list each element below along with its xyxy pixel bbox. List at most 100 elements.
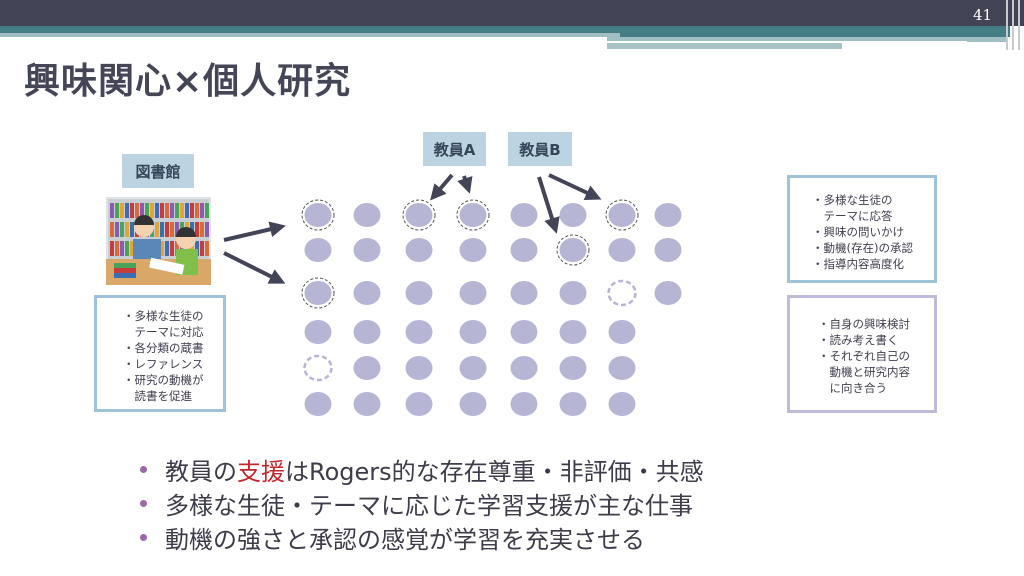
decor-line bbox=[1018, 0, 1020, 50]
book bbox=[130, 241, 134, 256]
student-seat bbox=[459, 356, 487, 380]
student-seat bbox=[510, 320, 538, 344]
book bbox=[120, 203, 124, 218]
note-line: ・各分類の蔵書 bbox=[123, 341, 204, 355]
book bbox=[175, 203, 179, 218]
header-bar bbox=[0, 0, 1024, 26]
book bbox=[165, 222, 169, 237]
bullet-item: 教員の支援はRogers的な存在尊重・非評価・共感 bbox=[140, 452, 704, 486]
student-role-notes: ・自身の興味検討 ・読み考え書く ・それぞれ自己の 動機と研究内容 に向き合う bbox=[787, 295, 937, 413]
note-line: ・動機(存在)の承認 bbox=[812, 241, 913, 255]
bullet-icon bbox=[140, 533, 147, 541]
supported-student-ring bbox=[456, 199, 490, 231]
note-line: テーマに対応 bbox=[123, 325, 204, 339]
page-number: 41 bbox=[973, 6, 993, 24]
note-line: ・研究の動機が bbox=[123, 373, 204, 387]
student-seat bbox=[459, 281, 487, 305]
student-seat bbox=[353, 203, 381, 227]
student-seat bbox=[608, 238, 636, 262]
book bbox=[205, 203, 209, 218]
supported-student-ring bbox=[301, 277, 335, 309]
student-seat bbox=[510, 392, 538, 416]
student-seat bbox=[459, 320, 487, 344]
book bbox=[110, 203, 114, 218]
student-seat bbox=[459, 392, 487, 416]
student-seat bbox=[459, 203, 487, 227]
header-accent bbox=[0, 26, 1010, 37]
header-accent-light bbox=[0, 33, 620, 37]
library-notes: ・多様な生徒の テーマに対応 ・各分類の蔵書 ・レファレンス ・研究の動機が 読… bbox=[94, 295, 226, 412]
book bbox=[175, 241, 179, 256]
decor-line bbox=[1006, 0, 1008, 50]
book bbox=[180, 241, 184, 256]
student-seat bbox=[559, 203, 587, 227]
student-seat bbox=[405, 238, 433, 262]
book bbox=[120, 241, 124, 256]
book bbox=[115, 203, 119, 218]
library-label: 図書館 bbox=[122, 154, 194, 188]
book bbox=[120, 222, 124, 237]
note-line: ・興味の問いかけ bbox=[812, 225, 904, 239]
book bbox=[125, 222, 129, 237]
student-seat bbox=[608, 392, 636, 416]
bullet-icon bbox=[140, 465, 147, 473]
note-line: ・読み考え書く bbox=[818, 333, 899, 347]
student-seat bbox=[559, 392, 587, 416]
student-seat bbox=[405, 356, 433, 380]
book bbox=[190, 203, 194, 218]
student-seat bbox=[353, 356, 381, 380]
arrow-icon bbox=[457, 175, 473, 194]
book bbox=[165, 203, 169, 218]
note-line: ・レファレンス bbox=[123, 357, 204, 371]
student-seat bbox=[405, 320, 433, 344]
book bbox=[130, 222, 134, 237]
student-seat bbox=[304, 320, 332, 344]
student-seat bbox=[304, 281, 332, 305]
book bbox=[205, 222, 209, 237]
book bbox=[180, 203, 184, 218]
student-seat bbox=[654, 203, 682, 227]
student-seat bbox=[654, 238, 682, 262]
decor-line bbox=[607, 41, 967, 43]
book bbox=[150, 203, 154, 218]
student-seat bbox=[608, 320, 636, 344]
book bbox=[125, 203, 129, 218]
book bbox=[200, 241, 204, 256]
arrow-icon bbox=[223, 221, 286, 242]
book bbox=[155, 203, 159, 218]
library-illustration bbox=[106, 197, 211, 285]
bullet-text: 教員の bbox=[165, 457, 237, 486]
teacher-role-notes: ・多様な生徒の テーマに応答 ・興味の問いかけ ・動機(存在)の承認 ・指導内容… bbox=[787, 175, 937, 283]
book bbox=[190, 241, 194, 256]
supported-student-ring bbox=[402, 199, 436, 231]
teacher-a-label: 教員A bbox=[423, 132, 486, 166]
supported-student-ring bbox=[556, 234, 590, 266]
student-seat bbox=[559, 320, 587, 344]
book bbox=[160, 241, 164, 256]
student-seat bbox=[405, 281, 433, 305]
student-seat bbox=[304, 392, 332, 416]
arrows bbox=[223, 173, 602, 284]
supported-student-ring bbox=[605, 199, 639, 231]
book bbox=[165, 241, 169, 256]
book bbox=[110, 222, 114, 237]
book bbox=[115, 241, 119, 256]
book bbox=[130, 203, 134, 218]
arrow-icon bbox=[548, 173, 602, 201]
book bbox=[170, 203, 174, 218]
decor-line bbox=[607, 37, 1007, 42]
summary-bullets: 教員の支援はRogers的な存在尊重・非評価・共感 多様な生徒・テーマに応じた学… bbox=[140, 452, 704, 554]
note-line: テーマに応答 bbox=[812, 209, 893, 223]
empty-seat bbox=[303, 354, 333, 382]
bullet-item: 動機の強さと承認の感覚が学習を充実させる bbox=[140, 520, 704, 554]
book bbox=[115, 222, 119, 237]
bullet-highlight: 支援 bbox=[237, 457, 285, 486]
book bbox=[195, 241, 199, 256]
book bbox=[160, 203, 164, 218]
book bbox=[200, 203, 204, 218]
decor-line bbox=[1012, 0, 1014, 50]
supported-student-ring bbox=[301, 199, 335, 231]
note-line: に向き合う bbox=[818, 381, 887, 395]
book bbox=[195, 203, 199, 218]
